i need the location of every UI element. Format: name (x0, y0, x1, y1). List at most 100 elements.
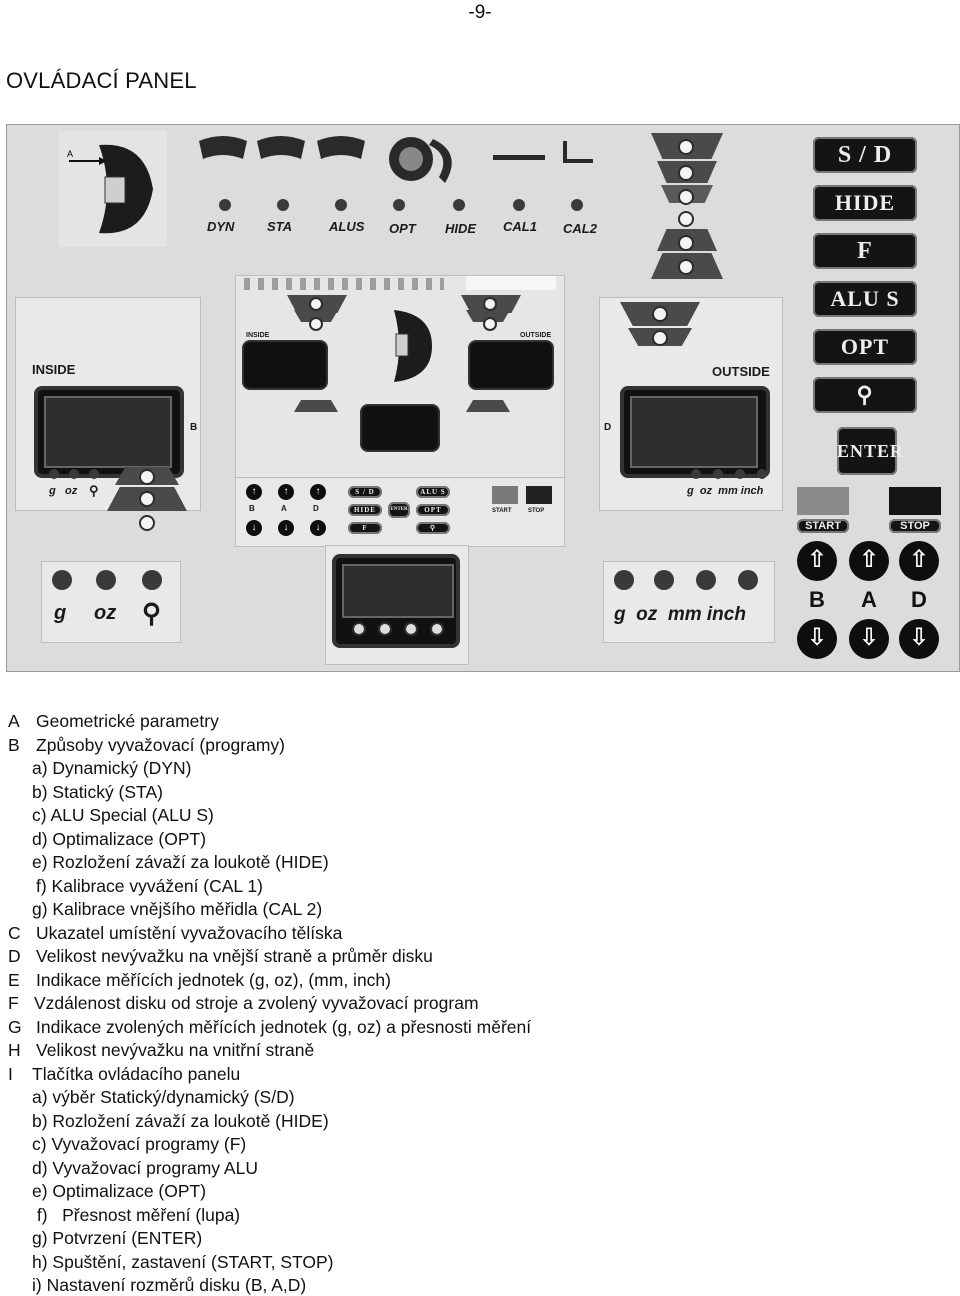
indicator-dot (219, 199, 231, 211)
letter-b: B (190, 422, 198, 433)
left-small-unit-g: g (49, 485, 56, 497)
left-position-indicator-bottom (107, 467, 187, 537)
legend-subitem: c) Vyvažovací programy (F) (32, 1134, 247, 1154)
svg-text:A: A (67, 149, 73, 159)
legend-subitem: h) Spuštění, zastavení (START, STOP) (32, 1251, 334, 1272)
legend-subitem: b) Rozložení závaží za loukotě (HIDE) (32, 1110, 329, 1131)
f-key: F (813, 233, 917, 269)
magnifier-icon: ⚲ (856, 382, 874, 407)
mini-dim-b: B (249, 504, 255, 513)
center-right-indicator (461, 295, 521, 339)
left-units-box: g oz ⚲ (41, 561, 181, 643)
left-small-unit-oz: oz (65, 485, 78, 497)
alu-s-key: ALU S (813, 281, 917, 317)
mode-label-cal2: CAL2 (563, 221, 597, 236)
outside-label: OUTSIDE (712, 364, 770, 379)
center-key-strip: ↑ ↑ ↑ B A D ↓ ↓ ↓ S / D ALU S HIDE OPT F… (235, 477, 565, 547)
left-small-units: g oz ⚲ (41, 469, 111, 509)
letter-d: D (604, 422, 612, 433)
dim-b-label: B (809, 587, 825, 612)
enter-key: ENTER (837, 427, 903, 475)
program-indicators: DYN STA ALUS OPT HIDE CAL1 CAL2 (193, 133, 605, 241)
center-inside-display (242, 340, 328, 390)
dim-a-label: A (861, 587, 877, 612)
program-display-unit (325, 545, 469, 665)
page-title: OVLÁDACÍ PANEL (6, 68, 197, 93)
right-units-box: g oz mm inch (603, 561, 775, 643)
mode-label-dyn: DYN (207, 219, 235, 234)
legend-subitem: a) výběr Statický/dynamický (S/D) (32, 1087, 295, 1107)
down-arrow-icon: ⇩ (849, 619, 889, 659)
mini-hide-key: HIDE (348, 504, 382, 516)
mini-opt-key: OPT (416, 504, 450, 516)
wheel-icon: A (67, 144, 153, 234)
mini-f-key: F (348, 522, 382, 534)
legend-subitem: g) Kalibrace vnějšího měřidla (CAL 2) (32, 899, 323, 919)
legend-subitem: e) Rozložení závaží za loukotě (HIDE) (32, 852, 329, 872)
down-arrow-icon: ↓ (246, 520, 262, 536)
sd-key: S / D (813, 137, 917, 173)
mini-alus-key: ALU S (416, 486, 450, 498)
outside-display (620, 386, 770, 478)
indicator-dot (571, 199, 583, 211)
mini-dim-a: A (281, 504, 287, 513)
center-wheel-icon (394, 310, 432, 382)
up-arrow-icon: ↑ (246, 484, 262, 500)
inside-display-unit: INSIDE B (15, 297, 201, 511)
indicator-dot (393, 199, 405, 211)
magnifier-icon: ⚲ (429, 524, 437, 532)
mode-label-opt: OPT (389, 221, 416, 236)
indicator-dot (277, 199, 289, 211)
legend-subitem: d) Vyvažovací programy ALU (32, 1157, 258, 1178)
inside-label: INSIDE (32, 362, 76, 377)
legend-subitem: i) Nastavení rozměrů disku (B, A,D) (32, 1275, 307, 1295)
mini-stop-label: STOP (528, 508, 545, 514)
up-arrow-icon: ⇧ (899, 541, 939, 581)
program-display (332, 554, 460, 648)
up-arrow-icon: ⇧ (849, 541, 889, 581)
indicator-dot (335, 199, 347, 211)
up-arrow-icon: ↑ (278, 484, 294, 500)
dim-d-label: D (911, 587, 927, 612)
page-number: -9- (468, 2, 492, 23)
legend-subitem: d) Optimalizace (OPT) (32, 828, 207, 849)
hide-key: HIDE (813, 185, 917, 221)
right-units-label: g oz mm inch (614, 604, 746, 625)
up-arrow-icon: ⇧ (797, 541, 837, 581)
legend-subitem: b) Statický (STA) (32, 781, 163, 802)
legend-subitem: a) Dynamický (DYN) (32, 758, 192, 778)
legend-subitem: c) ALU Special (ALU S) (32, 805, 214, 825)
right-position-indicator-top (620, 302, 700, 356)
mini-sd-key: S / D (348, 486, 382, 498)
program-icons (199, 136, 593, 183)
weight-position-indicator (647, 131, 727, 281)
down-arrow-icon: ↓ (278, 520, 294, 536)
center-middle-display (360, 404, 440, 452)
up-arrow-icon: ↑ (310, 484, 326, 500)
stop-label: STOP (889, 519, 941, 533)
right-small-units-label: g oz mm inch (687, 485, 764, 497)
down-arrow-icon: ↓ (310, 520, 326, 536)
magnifier-icon: ⚲ (89, 483, 99, 498)
legend-subitem: f) Přesnost měření (lupa) (32, 1204, 241, 1225)
left-unit-g: g (54, 602, 67, 624)
start-lamp (797, 487, 849, 515)
inside-display (34, 386, 184, 478)
magnifier-icon: ⚲ (142, 598, 162, 628)
center-outside-label: OUTSIDE (520, 332, 552, 339)
start-label: START (797, 519, 849, 533)
mode-label-hide: HIDE (445, 221, 477, 236)
mini-precision-key: ⚲ (416, 522, 450, 534)
geometry-wheel-diagram: A (59, 131, 167, 247)
mini-start-label: START (492, 508, 512, 514)
legend-subitem: f) Kalibrace vyvážení (CAL 1) (36, 875, 263, 896)
mini-enter-key: ENTER (388, 502, 410, 518)
center-inside-label: INSIDE (246, 332, 270, 339)
mode-label-sta: STA (267, 219, 293, 234)
